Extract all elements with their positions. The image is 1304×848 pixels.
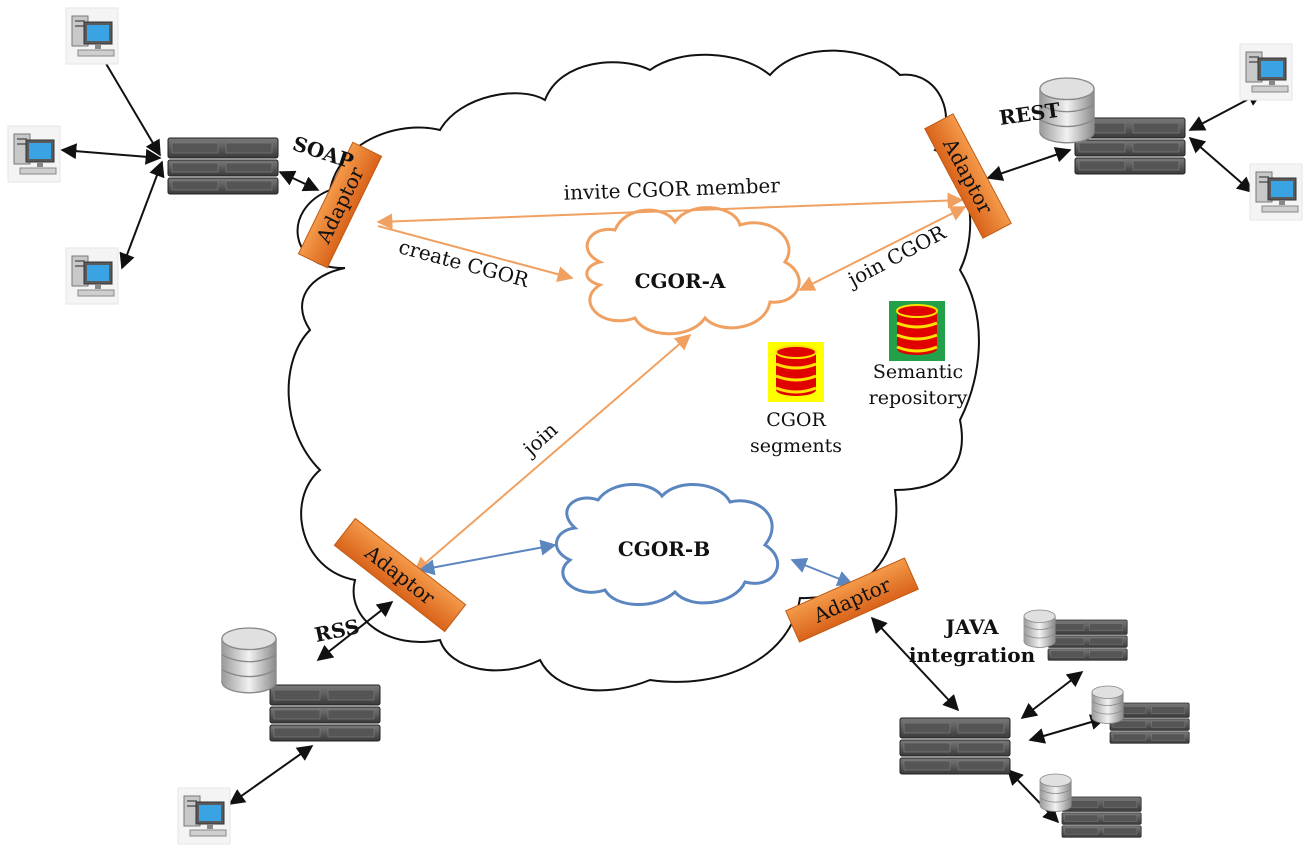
cgor-a-label: CGOR-A <box>635 269 726 293</box>
workstation-icon <box>177 787 231 845</box>
workstation-icon <box>1239 43 1293 101</box>
segments-label-line2: segments <box>750 435 842 457</box>
server-icon <box>1061 796 1142 838</box>
semantic-label-line2: repository <box>869 387 968 409</box>
database-icon <box>1023 609 1056 648</box>
cgor-b-label: CGOR-B <box>618 537 710 561</box>
workstation-icon <box>65 247 119 305</box>
server-icon <box>269 684 381 742</box>
client-links <box>60 43 1264 824</box>
workstation-icon <box>1249 163 1303 221</box>
invite-arrow <box>376 192 964 230</box>
workstation-icon <box>7 125 61 183</box>
soap-label: SOAP <box>290 131 357 173</box>
adaptor-to-cgor-b-arrow <box>418 539 557 576</box>
segments-label-line1: CGOR <box>766 409 826 431</box>
server-icon <box>1047 619 1128 661</box>
create-arrow <box>377 225 574 282</box>
join-cgor-arrow <box>798 206 967 291</box>
database-icon <box>221 627 277 694</box>
semantic-label-line1: Semantic <box>873 361 963 383</box>
join-arrow <box>413 333 692 574</box>
semantic-database-icon <box>895 303 939 357</box>
segments-database-icon <box>774 344 818 398</box>
database-icon <box>1039 773 1072 812</box>
rss-label: RSS <box>312 614 361 647</box>
cgor-b-to-adaptor-arrow <box>790 557 854 587</box>
server-icon <box>167 137 279 195</box>
workstation-icon <box>65 7 119 65</box>
server-icon <box>899 717 1011 775</box>
java-label-line1: JAVA <box>943 615 998 639</box>
database-icon <box>1091 685 1124 724</box>
java-label-line2: integration <box>909 643 1036 667</box>
